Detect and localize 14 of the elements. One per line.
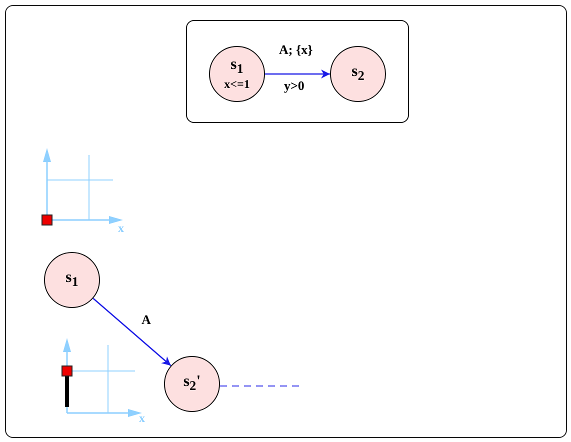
state-name: s$_{2}$' xyxy=(183,374,201,394)
state-name: s$_{1}$ xyxy=(230,56,244,78)
axis-label: x xyxy=(118,222,124,234)
edge-label: A xyxy=(140,313,152,327)
group-box xyxy=(186,20,409,123)
arrow xyxy=(92,298,172,366)
guard-label: y>0 xyxy=(283,79,306,93)
dashed-line xyxy=(220,385,300,387)
arrow xyxy=(265,70,330,78)
axis-label: x xyxy=(139,412,145,424)
state-name: s$_{1}$ xyxy=(66,270,78,290)
edge-label: A; {x} xyxy=(278,43,314,57)
state-name: s$_{2}$ xyxy=(352,64,364,84)
invariant-label: x<=1 xyxy=(224,77,250,92)
